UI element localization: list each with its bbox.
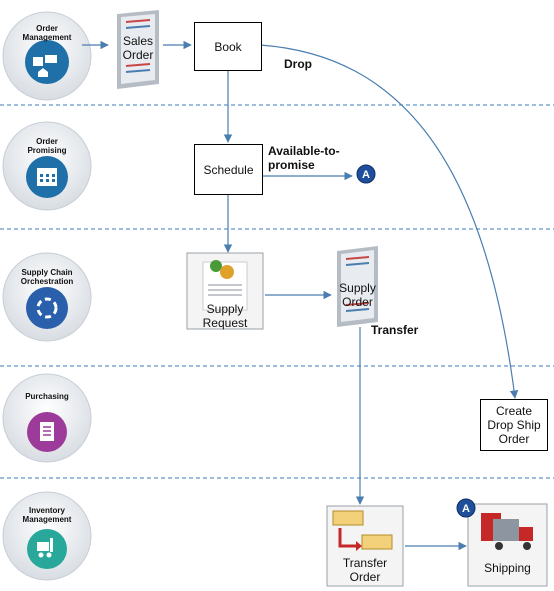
shipping-label: Shipping [484, 561, 531, 575]
supply-order-document-icon [337, 246, 378, 327]
edge-label-available-to-promise: Available-to- promise [268, 144, 340, 172]
document-icon [2, 373, 92, 463]
order-management-icon [2, 11, 92, 101]
connector-a-out [356, 164, 376, 184]
supply-request-image [186, 252, 264, 330]
edge-label-transfer: Transfer [371, 323, 419, 337]
sales-order-document-icon [117, 10, 159, 89]
book-node: Book [194, 22, 262, 71]
transfer-order-image [326, 505, 404, 587]
connector-a-in [456, 498, 476, 518]
connector-a-out-label: A [362, 169, 370, 181]
lane-label-inventory-management: Inventory Management [22, 506, 72, 524]
schedule-node: Schedule [194, 144, 263, 195]
shipping-truck-image [467, 503, 548, 587]
lane-label-purchasing: Purchasing [25, 392, 69, 401]
arrow-book-to-drop-ship [259, 44, 519, 399]
lane-label-order-promising: Order Promising [27, 137, 67, 155]
orchestration-icon [2, 252, 92, 342]
connector-a-in-label: A [462, 503, 470, 515]
transfer-order-label: Transfer Order [342, 556, 388, 584]
lane-label-order-management: Order Management [22, 24, 72, 42]
calendar-icon [2, 121, 92, 211]
edge-label-drop: Drop [284, 57, 312, 71]
flow-arrows [82, 40, 519, 551]
create-drop-ship-order-node: Create Drop Ship Order [480, 399, 548, 451]
sales-order-label: Sales Order [122, 34, 154, 62]
forklift-icon [2, 491, 92, 581]
lane-dividers [0, 104, 554, 479]
supply-request-label: Supply Request [202, 302, 248, 330]
lane-label-supply-chain-orchestration: Supply Chain Orchestration [20, 268, 74, 286]
supply-order-label: Supply Order [339, 281, 376, 309]
